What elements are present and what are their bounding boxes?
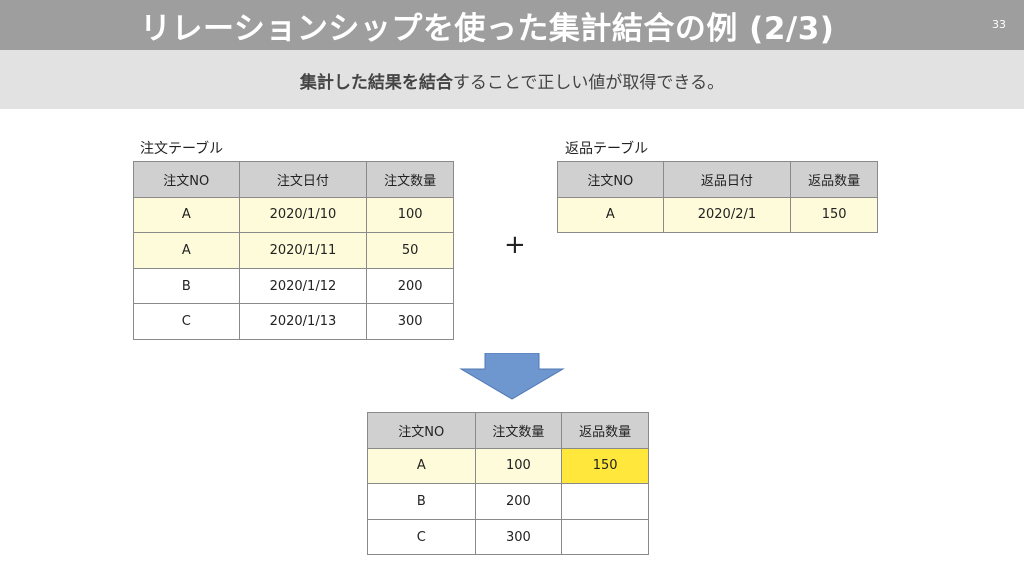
- down-arrow-icon: [459, 353, 565, 400]
- table-cell: [561, 483, 649, 520]
- page-number: 33: [992, 18, 1006, 31]
- table-cell: 50: [366, 232, 454, 269]
- table-cell: 2020/1/13: [238, 303, 368, 340]
- table-header-row: 注文NO 返品日付 返品数量: [557, 161, 878, 198]
- table-cell: B: [367, 483, 476, 520]
- column-header: 注文数量: [474, 412, 563, 449]
- table-cell: 300: [366, 303, 454, 340]
- subtitle-bar: 集計した結果を結合することで正しい値が取得できる。: [0, 50, 1024, 109]
- column-header: 注文日付: [238, 161, 368, 198]
- table-row: A 2020/1/10 100: [133, 196, 454, 234]
- table-row: A 2020/2/1 150: [557, 196, 878, 234]
- column-header: 注文数量: [366, 161, 454, 198]
- orders-table-caption: 注文テーブル: [140, 141, 224, 157]
- orders-table: 注文NO 注文日付 注文数量 A 2020/1/10 100 A 2020/1/…: [133, 161, 454, 340]
- table-header-row: 注文NO 注文数量 返品数量: [367, 412, 649, 449]
- table-cell: 100: [474, 447, 563, 485]
- page-title: リレーションシップを使った集計結合の例 (2/3): [140, 11, 835, 47]
- subtitle: 集計した結果を結合することで正しい値が取得できる。: [0, 68, 1024, 93]
- table-cell: B: [133, 267, 240, 305]
- table-header-row: 注文NO 注文日付 注文数量: [133, 161, 454, 198]
- column-header: 返品日付: [662, 161, 792, 198]
- plus-symbol: +: [504, 230, 526, 260]
- table-cell: [561, 518, 649, 556]
- table-row: B 200: [367, 483, 649, 520]
- table-cell: 200: [474, 483, 563, 520]
- column-header: 返品数量: [790, 161, 878, 198]
- subtitle-emphasis: 集計した結果を結合: [299, 73, 453, 93]
- table-row: C 2020/1/13 300: [133, 303, 454, 340]
- column-header: 返品数量: [561, 412, 649, 449]
- table-cell: A: [557, 196, 664, 234]
- table-row: C 300: [367, 518, 649, 556]
- table-cell: 2020/1/12: [238, 267, 368, 305]
- table-cell: C: [133, 303, 240, 340]
- table-cell: 100: [366, 196, 454, 234]
- title-bar: リレーションシップを使った集計結合の例 (2/3) 33: [0, 0, 1024, 50]
- highlighted-cell: 150: [561, 447, 649, 485]
- table-cell: A: [367, 447, 476, 485]
- table-cell: 200: [366, 267, 454, 305]
- table-cell: 300: [474, 518, 563, 556]
- table-row: A 2020/1/11 50: [133, 232, 454, 269]
- table-row: A 100 150: [367, 447, 649, 485]
- result-table: 注文NO 注文数量 返品数量 A 100 150 B 200 C 300: [367, 412, 649, 556]
- table-cell: 150: [790, 196, 878, 234]
- table-cell: A: [133, 232, 240, 269]
- subtitle-rest: することで正しい値が取得できる。: [452, 73, 725, 93]
- returns-table: 注文NO 返品日付 返品数量 A 2020/2/1 150: [557, 161, 878, 234]
- table-cell: A: [133, 196, 240, 234]
- table-cell: C: [367, 518, 476, 556]
- table-cell: 2020/1/11: [238, 232, 368, 269]
- table-cell: 2020/2/1: [662, 196, 792, 234]
- table-row: B 2020/1/12 200: [133, 267, 454, 305]
- returns-table-caption: 返品テーブル: [565, 141, 649, 157]
- column-header: 注文NO: [133, 161, 240, 198]
- table-cell: 2020/1/10: [238, 196, 368, 234]
- column-header: 注文NO: [367, 412, 476, 449]
- column-header: 注文NO: [557, 161, 664, 198]
